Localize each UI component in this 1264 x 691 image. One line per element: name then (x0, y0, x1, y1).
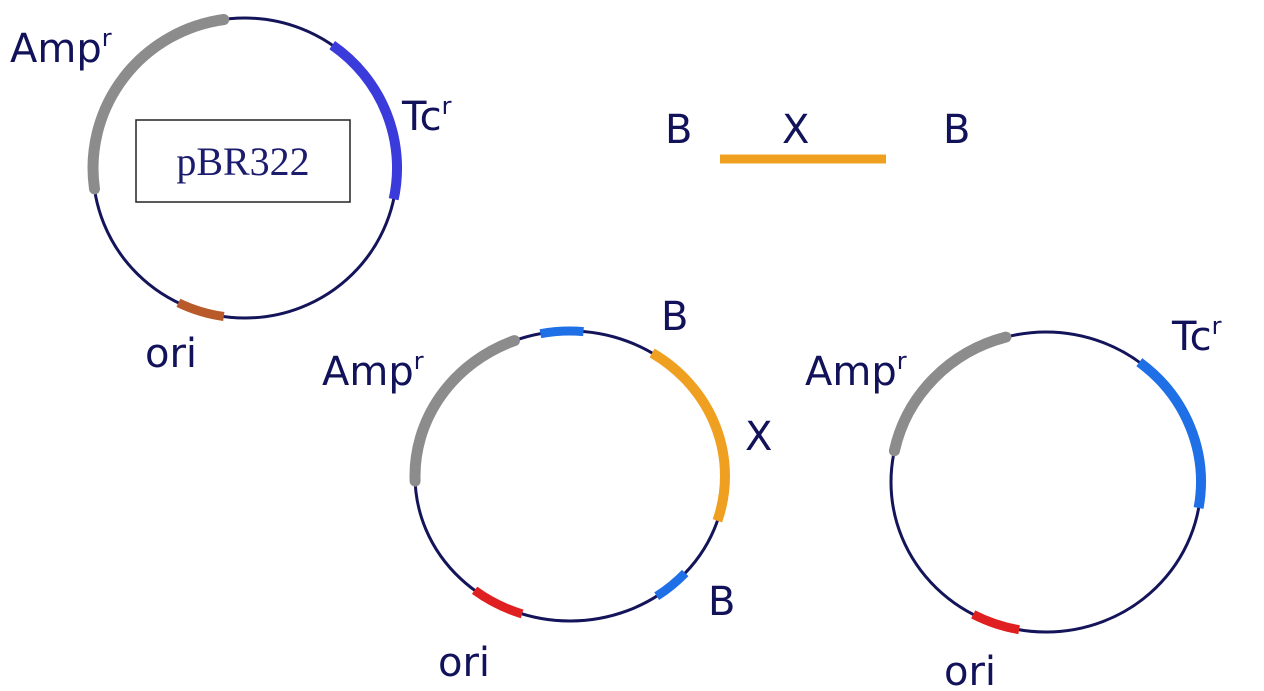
ori-segment (176, 298, 225, 321)
tc-label: Tcr (401, 92, 452, 140)
fragment-right-site-label: B (943, 107, 970, 153)
site-top-label: B (661, 294, 688, 340)
tc-gene-segment (1136, 358, 1206, 509)
amp-gene-segment (87, 14, 230, 195)
insert-x-segment (649, 348, 730, 523)
amp-gene-segment (888, 331, 1012, 457)
insert-fragment: B X B (665, 107, 970, 164)
plasmid-name: pBR322 (176, 139, 309, 184)
amp-superscript: r (897, 347, 907, 375)
tc-superscript: r (442, 92, 452, 120)
amp-superscript: r (414, 347, 424, 375)
amp-label: Ampr (805, 347, 907, 395)
tc-gene-segment (329, 40, 403, 201)
ori-label: ori (145, 331, 197, 377)
fragment-insert-label: X (782, 107, 809, 153)
plasmid-original: pBR322 Ampr Tcr ori (10, 14, 452, 377)
bam-site-top-segment (539, 326, 584, 339)
amp-label: Ampr (322, 347, 424, 395)
plasmid-recombinant: Ampr B X B ori (322, 294, 772, 686)
amp-superscript: r (102, 24, 112, 52)
bam-site-bottom-segment (654, 569, 689, 601)
ori-label: ori (944, 649, 996, 691)
tc-superscript: r (1212, 312, 1222, 340)
insert-x-label: X (745, 414, 772, 460)
fragment-left-site-label: B (665, 107, 692, 153)
ori-segment (471, 586, 524, 619)
site-bottom-label: B (708, 579, 735, 625)
plasmid-religated: Ampr Tcr ori (805, 312, 1222, 691)
tc-label: Tcr (1171, 312, 1222, 360)
ori-label: ori (438, 640, 490, 686)
amp-label: Ampr (10, 24, 112, 72)
amp-gene-segment (409, 335, 520, 487)
plasmid-name-box (135, 119, 351, 203)
ori-segment (971, 610, 1020, 635)
